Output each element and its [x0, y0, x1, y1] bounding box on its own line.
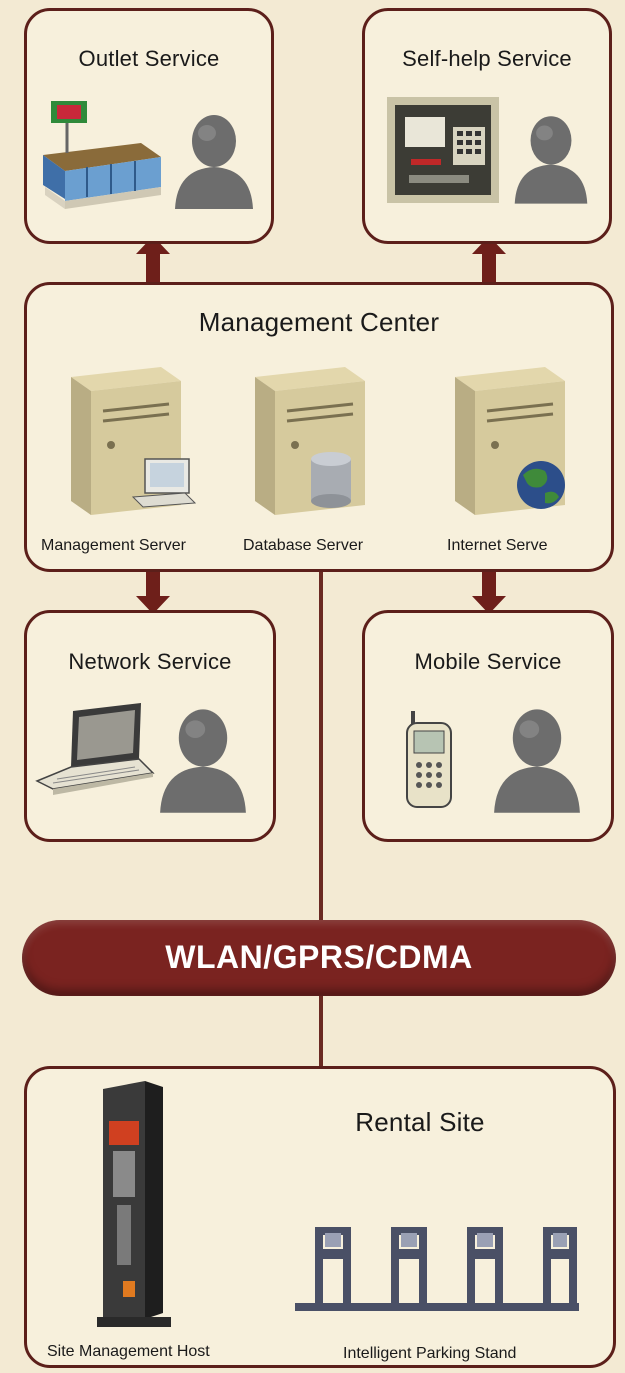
- intelligent-parking-stand-label: Intelligent Parking Stand: [343, 1345, 517, 1362]
- rental-site-box: Rental Site Site Management Host Intelli…: [24, 1066, 616, 1368]
- network-bus-bar: WLAN/GPRS/CDMA: [22, 920, 616, 996]
- site-management-host-icon: [97, 1081, 171, 1327]
- mobile-service-box: Mobile Service: [362, 610, 614, 842]
- outlet-service-title: Outlet Service: [78, 46, 220, 71]
- arrow-down-network: [136, 566, 170, 614]
- user-icon: [160, 709, 246, 813]
- outlet-service-box: Outlet Service: [24, 8, 274, 244]
- management-center-title: Management Center: [198, 307, 440, 337]
- kiosk-terminal-icon: [387, 97, 499, 203]
- parking-stand-icon: [295, 1227, 579, 1311]
- user-icon: [514, 116, 588, 204]
- network-bus-label: WLAN/GPRS/CDMA: [165, 939, 473, 975]
- site-management-host-label: Site Management Host: [47, 1343, 210, 1360]
- database-server-label: Database Server: [243, 537, 364, 554]
- database-server-icon: [255, 367, 365, 515]
- selfhelp-service-box: Self‑help Service: [362, 8, 612, 244]
- internet-server-icon: [455, 367, 565, 515]
- mobile-service-title: Mobile Service: [414, 649, 562, 674]
- internet-server-label: Internet Serve: [447, 537, 548, 554]
- mobile-phone-icon: [406, 711, 452, 808]
- arrow-up-selfhelp: [472, 236, 506, 288]
- user-icon: [494, 709, 580, 813]
- management-server-label: Management Server: [41, 537, 186, 554]
- management-center-box: Management Center Management Server Data…: [24, 282, 614, 572]
- store-icon: [43, 101, 161, 209]
- network-service-title: Network Service: [68, 649, 232, 674]
- laptop-icon: [35, 703, 155, 795]
- rental-site-title: Rental Site: [355, 1107, 485, 1137]
- network-service-box: Network Service: [24, 610, 276, 842]
- arrow-up-outlet: [136, 236, 170, 288]
- selfhelp-service-title: Self‑help Service: [402, 46, 572, 71]
- user-icon: [175, 115, 253, 209]
- management-server-icon: [71, 367, 197, 515]
- arrow-down-mobile: [472, 566, 506, 614]
